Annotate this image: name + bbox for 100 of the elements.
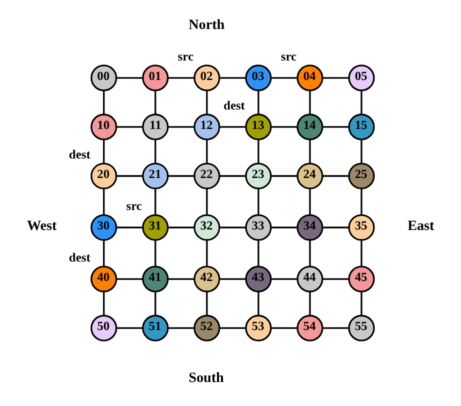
- node-circle: 55: [348, 314, 374, 342]
- connector: [257, 90, 259, 114]
- connector: [102, 188, 104, 215]
- connector: [154, 240, 156, 266]
- node-circle: 04: [296, 64, 323, 92]
- connector: [206, 292, 208, 316]
- connector: [322, 327, 348, 329]
- node-circle: 32: [193, 214, 220, 241]
- connector: [154, 90, 156, 114]
- connector: [102, 90, 104, 114]
- label: West: [26, 218, 56, 234]
- node-circle: 13: [244, 114, 272, 140]
- node-circle: 42: [193, 266, 220, 292]
- connector: [116, 77, 142, 79]
- node-circle: 30: [90, 214, 117, 241]
- connector: [167, 278, 194, 280]
- node-circle: 24: [296, 162, 323, 190]
- node-circle: 20: [90, 162, 117, 190]
- node-label: dest: [68, 148, 90, 162]
- connector: [270, 175, 297, 177]
- label: North: [188, 16, 224, 33]
- connector: [270, 278, 297, 280]
- connector: [308, 292, 310, 316]
- connector: [270, 327, 297, 329]
- node-circle: 23: [244, 162, 272, 190]
- connector: [360, 240, 362, 266]
- connector: [167, 175, 194, 177]
- node-circle: 52: [193, 314, 220, 342]
- connector: [218, 126, 246, 128]
- connector: [218, 77, 246, 79]
- node-label: dest: [223, 98, 244, 113]
- connector: [360, 292, 362, 316]
- connector: [206, 90, 208, 114]
- connector: [116, 175, 142, 177]
- connector: [270, 77, 297, 79]
- node-circle: 51: [142, 314, 168, 342]
- node-circle: 21: [142, 162, 168, 190]
- connector: [257, 292, 259, 316]
- node-circle: 01: [142, 64, 168, 92]
- connector: [308, 240, 310, 266]
- connector: [116, 278, 142, 280]
- label: South: [188, 370, 224, 386]
- connector: [206, 188, 208, 215]
- connector: [322, 126, 348, 128]
- node-label: src: [280, 49, 296, 64]
- connector: [218, 175, 246, 177]
- connector: [360, 140, 362, 164]
- connector: [322, 278, 348, 280]
- node-label: src: [126, 199, 142, 214]
- connector: [167, 77, 194, 79]
- node-label: dest: [68, 250, 90, 265]
- node-circle: 12: [193, 114, 220, 140]
- node-circle: 53: [244, 314, 272, 342]
- node-circle: 02: [193, 64, 220, 92]
- connector: [257, 240, 259, 266]
- connector: [308, 90, 310, 114]
- connector: [218, 278, 246, 280]
- connector: [257, 188, 259, 215]
- connector: [154, 292, 156, 316]
- connector: [167, 126, 194, 128]
- connector: [218, 327, 246, 329]
- connector: [270, 226, 297, 228]
- connector: [206, 140, 208, 164]
- node-circle: 44: [296, 266, 323, 292]
- node-circle: 54: [296, 314, 323, 342]
- node-circle: 03: [244, 64, 272, 92]
- connector: [308, 188, 310, 215]
- connector: [102, 140, 104, 164]
- node-circle: 50: [90, 314, 117, 342]
- node-circle: 05: [348, 64, 374, 92]
- node-circle: 14: [296, 114, 323, 140]
- label: East: [407, 218, 434, 234]
- node-circle: 40: [90, 266, 117, 292]
- node-circle: 33: [244, 214, 272, 241]
- node-circle: 15: [348, 114, 374, 140]
- node-label: src: [177, 49, 193, 64]
- node-circle: 43: [244, 266, 272, 292]
- connector: [116, 226, 142, 228]
- node-circle: 11: [142, 114, 168, 140]
- node-circle: 22: [193, 162, 220, 190]
- connector: [116, 327, 142, 329]
- connector: [116, 126, 142, 128]
- connector: [102, 240, 104, 266]
- node-circle: 25: [348, 162, 374, 190]
- node-circle: 35: [348, 214, 374, 241]
- connector: [154, 140, 156, 164]
- connector: [102, 292, 104, 316]
- node-circle: 45: [348, 266, 374, 292]
- connector: [322, 175, 348, 177]
- connector: [206, 240, 208, 266]
- connector: [167, 327, 194, 329]
- connector: [322, 77, 348, 79]
- connector: [270, 126, 297, 128]
- connector: [360, 90, 362, 114]
- node-circle: 41: [142, 266, 168, 292]
- node-circle: 31: [142, 214, 168, 241]
- connector: [167, 226, 194, 228]
- connector: [360, 188, 362, 215]
- connector: [154, 188, 156, 215]
- node-circle: 34: [296, 214, 323, 241]
